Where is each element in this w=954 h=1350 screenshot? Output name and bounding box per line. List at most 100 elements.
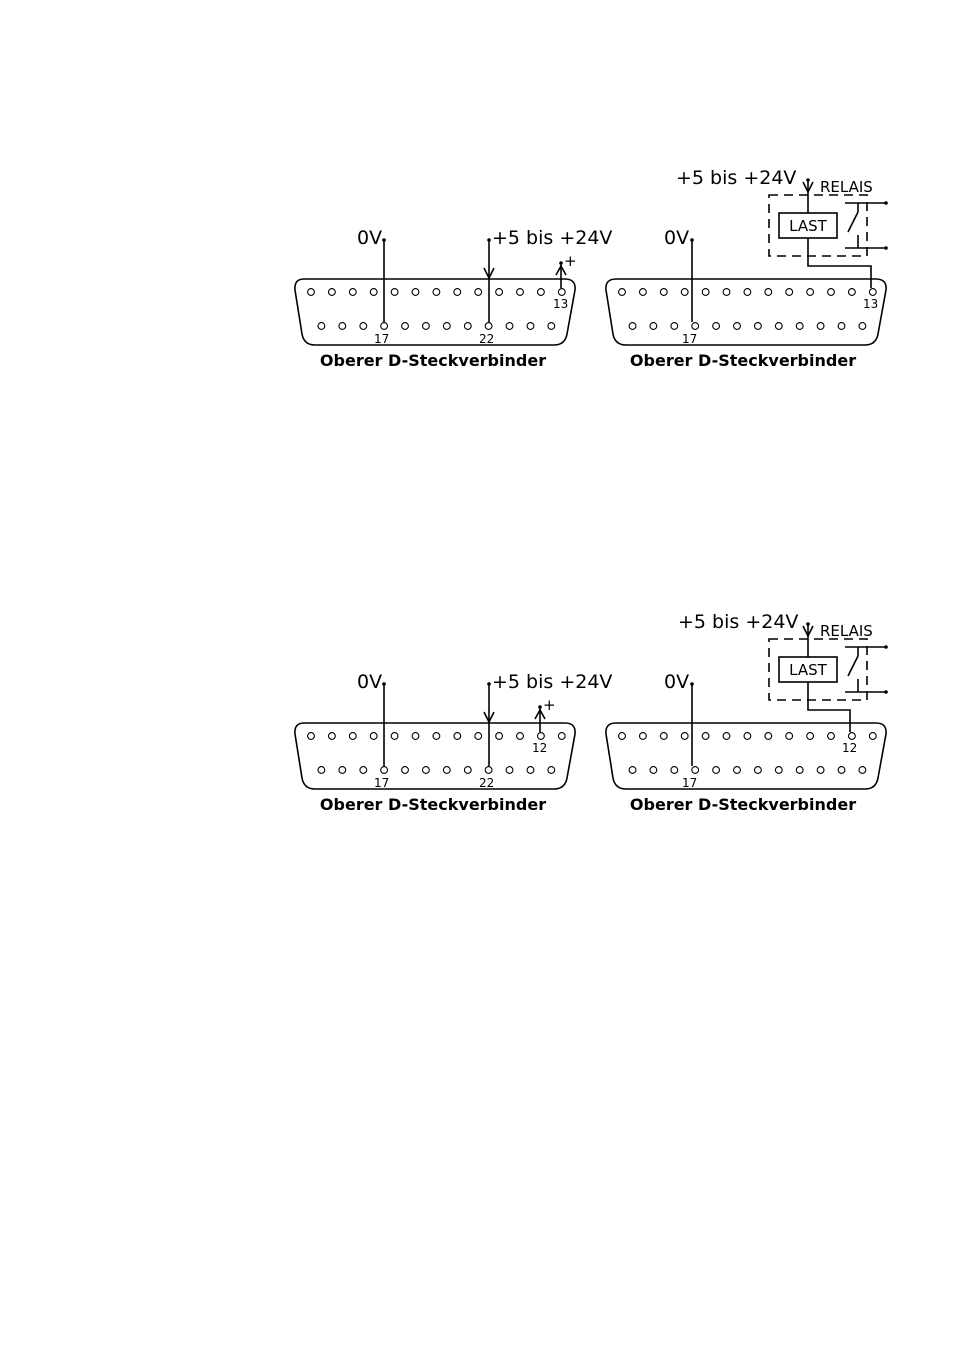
connector-pin xyxy=(722,732,731,740)
connector-pin xyxy=(753,766,762,774)
connector-pin xyxy=(338,322,347,330)
wire-terminal-dot xyxy=(690,682,694,686)
top-pin-row xyxy=(307,288,566,296)
bottom-pin-row xyxy=(317,322,556,330)
connector-pin xyxy=(484,766,493,774)
connector-caption: Oberer D-Steckverbinder xyxy=(630,351,856,370)
connector-pin xyxy=(670,322,679,330)
output-wire xyxy=(807,238,872,288)
connector-pin xyxy=(618,288,626,296)
connector-pin xyxy=(659,288,668,296)
wire-terminal-dot xyxy=(884,201,888,205)
ground-label: 0V xyxy=(664,227,689,249)
connector-pin xyxy=(359,322,368,330)
connector-pin xyxy=(474,288,483,296)
connector-pin xyxy=(536,288,545,296)
supply-label: +5 bis +24V xyxy=(492,671,612,693)
top-pin-row xyxy=(618,288,877,296)
bottom-pin-row xyxy=(628,766,867,774)
connector-pin xyxy=(618,732,626,740)
connector-pin xyxy=(659,732,668,740)
connector-pin xyxy=(795,322,804,330)
arrow-down-icon xyxy=(802,625,814,638)
pin-number-ground: 17 xyxy=(682,332,697,346)
connector-pin xyxy=(432,288,441,296)
connector-pin xyxy=(638,288,647,296)
wire-terminal-dot xyxy=(538,705,542,709)
connector-pin xyxy=(505,766,514,774)
connector-pin xyxy=(432,732,441,740)
connector-pin xyxy=(722,288,731,296)
connector-pin xyxy=(837,322,846,330)
pin-number-ground: 17 xyxy=(374,332,389,346)
pin-number-output: 12 xyxy=(532,741,547,755)
d-sub-connector-shell xyxy=(294,278,576,346)
connector-pin xyxy=(526,322,535,330)
connector-pin xyxy=(516,732,524,740)
connector-pin xyxy=(701,288,710,296)
diagram-1-left-connector: 0V +5 bis +24V + 17 22 13 Oberer D-Steck… xyxy=(294,227,612,370)
output-wire xyxy=(807,682,851,732)
wire-terminal-dot xyxy=(559,261,563,265)
connector-pin xyxy=(421,322,430,330)
arrow-up-icon xyxy=(555,264,567,276)
connector-pin xyxy=(390,288,399,296)
arrow-up-icon xyxy=(534,708,546,720)
d-sub-connector-shell xyxy=(605,278,887,346)
wire-terminal-dot xyxy=(487,238,491,242)
connector-pin xyxy=(712,766,721,774)
connector-caption: Oberer D-Steckverbinder xyxy=(320,351,546,370)
connector-pin xyxy=(338,766,347,774)
connector-pin xyxy=(733,322,741,330)
connector-caption: Oberer D-Steckverbinder xyxy=(630,795,856,814)
ground-label: 0V xyxy=(357,227,382,249)
relay-label: RELAIS xyxy=(820,178,873,196)
connector-pin xyxy=(505,322,514,330)
connector-pin xyxy=(421,766,430,774)
connector-pin xyxy=(401,322,409,330)
connector-pin xyxy=(380,322,389,330)
connector-pin xyxy=(774,322,783,330)
connector-pin xyxy=(411,288,420,296)
pin-number-supply: 22 xyxy=(479,776,494,790)
connector-caption: Oberer D-Steckverbinder xyxy=(320,795,546,814)
connector-pin xyxy=(536,732,545,740)
plus-sign: + xyxy=(564,252,577,270)
pin-number-supply: 22 xyxy=(479,332,494,346)
connector-pin xyxy=(348,732,357,740)
switch-contact-icon xyxy=(847,211,859,233)
wire-terminal-dot xyxy=(487,682,491,686)
connector-pin xyxy=(463,766,472,774)
connector-pin xyxy=(753,322,762,330)
connector-pin xyxy=(868,732,877,740)
connector-pin xyxy=(827,732,835,740)
connector-pin xyxy=(307,732,315,740)
connector-pin xyxy=(712,322,721,330)
wire-terminal-dot xyxy=(382,238,386,242)
connector-pin xyxy=(442,766,451,774)
connector-pin xyxy=(743,288,752,296)
d-sub-connector-shell xyxy=(605,722,887,790)
connector-pin xyxy=(401,766,409,774)
connector-pin xyxy=(348,288,357,296)
connector-pin xyxy=(670,766,679,774)
connector-pin xyxy=(858,766,867,774)
connector-pin xyxy=(495,288,504,296)
connector-pin xyxy=(327,288,336,296)
connector-pin xyxy=(806,732,815,740)
connector-pin xyxy=(359,766,368,774)
connector-pin xyxy=(453,288,462,296)
connector-pin xyxy=(317,766,326,774)
connector-pin xyxy=(733,766,741,774)
relay-box xyxy=(768,638,868,701)
connector-pin xyxy=(557,732,566,740)
connector-pin xyxy=(547,766,556,774)
connector-pin xyxy=(442,322,451,330)
connector-pin xyxy=(680,288,689,296)
switch-contact-icon xyxy=(847,655,859,677)
connector-pin xyxy=(516,288,524,296)
pin-number-output: 12 xyxy=(842,741,857,755)
connector-pin xyxy=(816,322,825,330)
ground-label: 0V xyxy=(357,671,382,693)
